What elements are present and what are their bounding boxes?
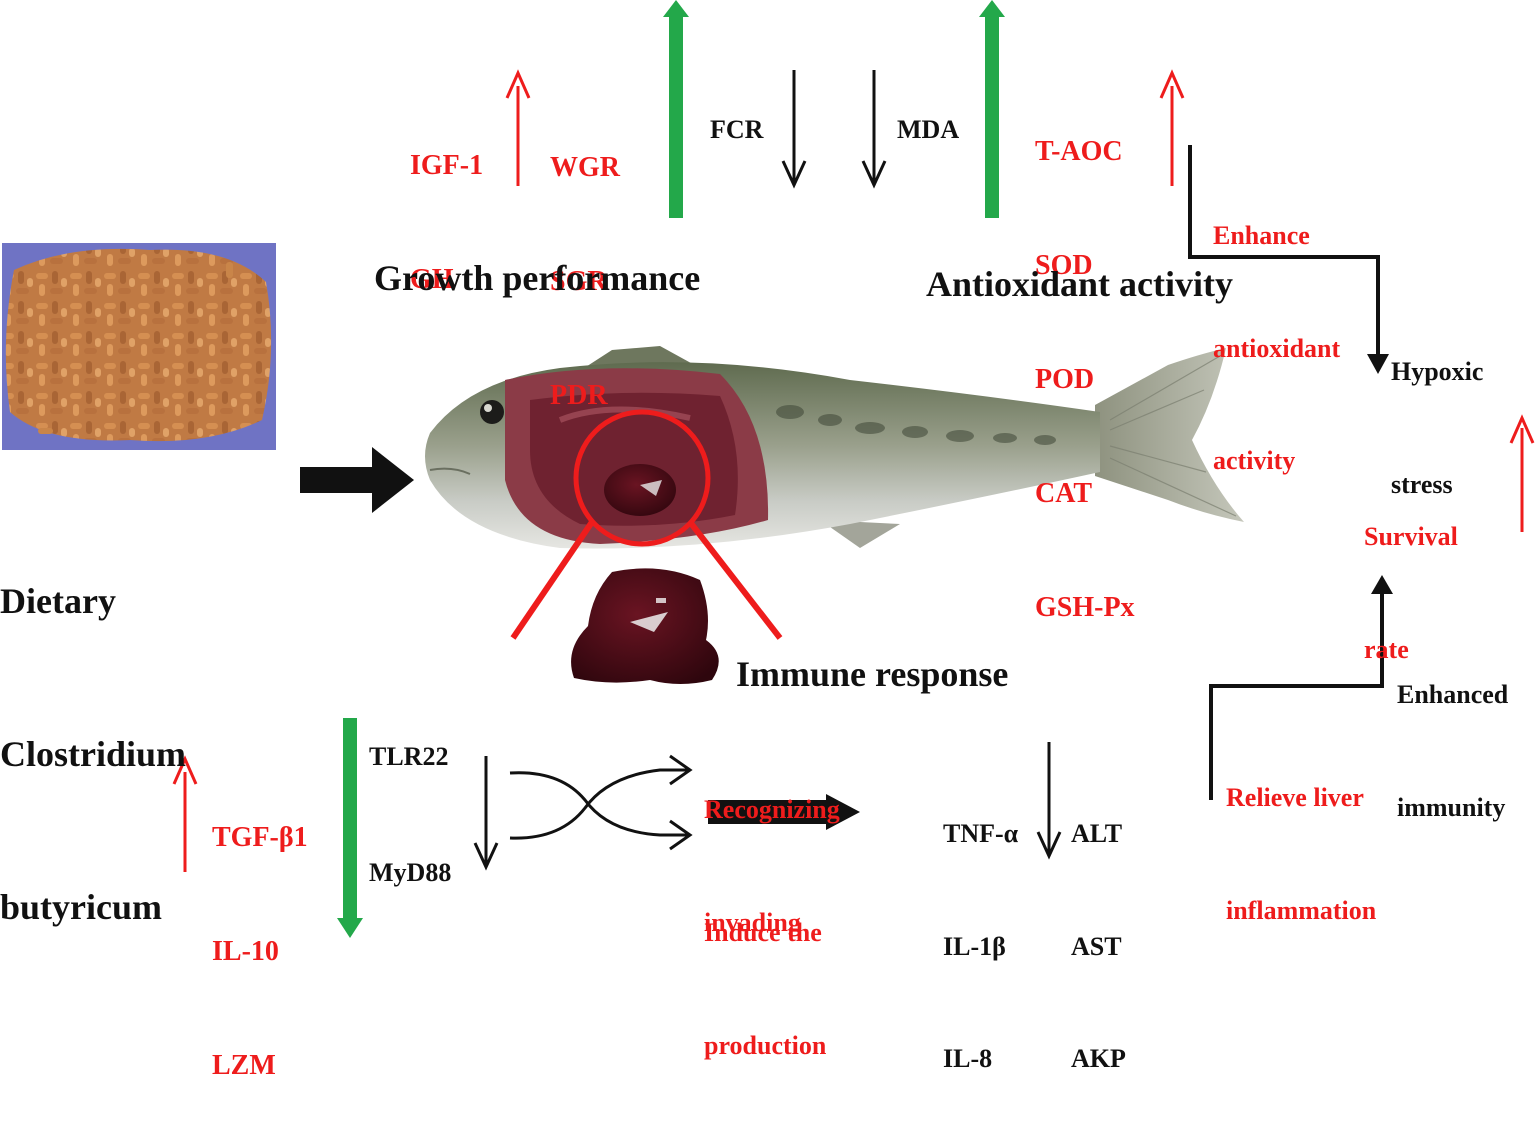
growth-index-label: PDR (550, 380, 608, 411)
tlr22-label: TLR22 (369, 742, 449, 771)
growth-performance-title: Growth performance (374, 258, 701, 298)
enzyme-label: T-AOC (1035, 136, 1123, 167)
cytokine-labels: TNF-α IL-1β IL-8 (943, 740, 1018, 1115)
hypoxic-line: Hypoxic (1391, 357, 1484, 386)
survival-line: rate (1364, 634, 1409, 664)
recognizing-label: Recognizing invading (704, 716, 840, 979)
graphical-abstract: Dietary Clostridium butyricum IGF-1 GH W… (0, 0, 1535, 1081)
relieve-inflammation-label: Relieve liver inflammation (1226, 704, 1376, 967)
survival-line: Survival (1364, 522, 1458, 551)
dietary-label-line: Clostridium (0, 734, 187, 774)
liver-enzyme-label: ALT (1071, 819, 1123, 848)
mda-label: MDA (897, 115, 960, 144)
relieve-line: Relieve liver (1226, 783, 1364, 812)
enzyme-label: SOD (1035, 250, 1093, 281)
hypoxic-line: stress (1391, 469, 1453, 499)
enhanced-immunity-label: Enhanced immunity (1397, 601, 1508, 864)
cytokine-label: TNF-α (943, 819, 1019, 848)
survival-rate-label: Survival rate (1364, 443, 1458, 706)
enhanced-line: immunity (1397, 792, 1506, 822)
immune-up-genes: TGF-β1 IL-10 LZM (212, 743, 308, 1123)
immune-response-title: Immune response (736, 654, 1009, 694)
dietary-label-line: butyricum (0, 887, 162, 927)
up-gene-label: TGF-β1 (212, 822, 308, 853)
hormone-label: IGF-1 (410, 150, 484, 181)
feeding-arrow (300, 447, 414, 513)
induce-production-label: Induce the production (704, 839, 826, 1102)
immune-arrows (172, 575, 1393, 938)
enhance-line: Enhance (1213, 221, 1310, 250)
cytokine-label: IL-8 (943, 1044, 993, 1073)
liver-enzyme-label: AKP (1071, 1044, 1126, 1073)
hypoxic-stress-label: Hypoxic stress (1391, 278, 1483, 541)
enzyme-label: CAT (1035, 478, 1093, 509)
liver-enzyme-label: AST (1071, 931, 1122, 961)
recognizing-line: invading (704, 907, 801, 937)
fcr-label: FCR (710, 115, 764, 144)
hormone-label: GH (410, 264, 454, 295)
liver-image (571, 568, 719, 684)
liver-enzyme-labels: ALT AST AKP (1071, 740, 1126, 1115)
antioxidant-activity-title: Antioxidant activity (926, 264, 1234, 304)
growth-index-label: WGR (550, 152, 620, 183)
growth-indices: WGR SGR PDR (550, 73, 620, 453)
antioxidant-enzymes: T-AOC SOD POD CAT GSH-Px (1035, 57, 1135, 665)
liver-magnifier (510, 409, 783, 640)
cytokine-label: IL-1β (943, 931, 1006, 961)
up-gene-label: IL-10 (212, 936, 279, 967)
enzyme-label: GSH-Px (1035, 592, 1135, 623)
recognizing-line: Recognizing (704, 795, 840, 824)
illustration-layer (2, 0, 1535, 938)
enhance-line: antioxidant (1213, 333, 1341, 363)
up-gene-label: LZM (212, 1050, 276, 1081)
myd88-label: MyD88 (369, 858, 452, 887)
enhance-line: activity (1213, 446, 1296, 475)
relieve-line: inflammation (1226, 895, 1377, 925)
growth-hormones: IGF-1 GH (410, 71, 483, 337)
antioxidant-arrows (979, 0, 1535, 532)
growth-arrows (505, 0, 887, 218)
induce-line: production (704, 1030, 827, 1060)
enhanced-line: Enhanced (1397, 680, 1509, 709)
dietary-label-line: Dietary (0, 581, 116, 621)
induce-line: Induce the (704, 918, 822, 947)
dietary-pellets-image (2, 243, 276, 450)
enzyme-label: POD (1035, 364, 1095, 395)
dietary-label: Dietary Clostridium butyricum (0, 474, 186, 984)
enhance-antioxidant-label: Enhance antioxidant activity (1213, 142, 1340, 517)
growth-index-label: SGR (550, 266, 608, 297)
